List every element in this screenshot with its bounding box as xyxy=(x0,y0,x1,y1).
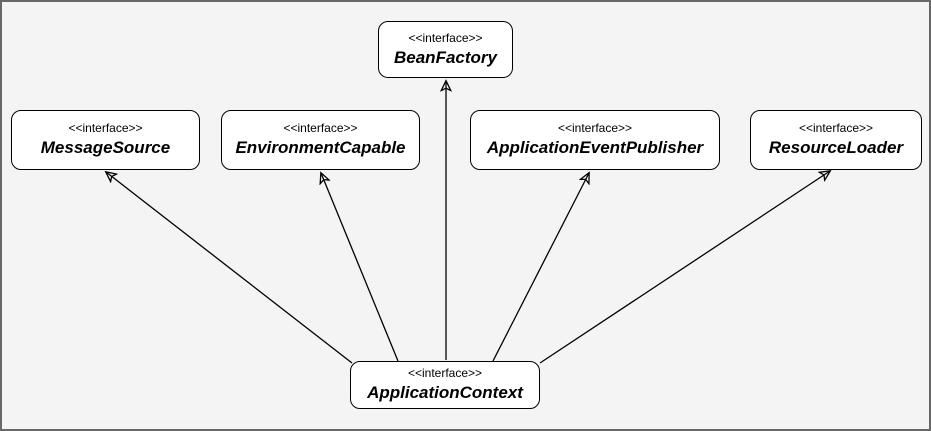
node-bean-factory[interactable]: <<interface>> BeanFactory xyxy=(378,21,513,78)
node-application-context[interactable]: <<interface>> ApplicationContext xyxy=(350,361,540,409)
interface-name: BeanFactory xyxy=(394,47,497,67)
stereotype-label: <<interface>> xyxy=(68,121,143,136)
stereotype-label: <<interface>> xyxy=(407,366,483,381)
interface-name: ApplicationContext xyxy=(367,383,523,403)
interface-name: ApplicationEventPublisher xyxy=(486,138,704,158)
edge-applicationcontext-to-environmentcapable[interactable] xyxy=(321,173,399,362)
interface-name: EnvironmentCapable xyxy=(235,138,406,158)
node-message-source[interactable]: <<interface>> MessageSource xyxy=(11,110,200,170)
interface-name: MessageSource xyxy=(40,138,171,158)
stereotype-label: <<interface>> xyxy=(283,121,358,136)
stereotype-label: <<interface>> xyxy=(798,121,874,136)
edge-applicationcontext-to-resourceloader[interactable] xyxy=(539,171,830,364)
node-resource-loader[interactable]: <<interface>> ResourceLoader xyxy=(750,110,922,170)
stereotype-label: <<interface>> xyxy=(408,30,483,45)
edge-applicationcontext-to-applicationeventpublisher[interactable] xyxy=(492,173,589,362)
interface-name: ResourceLoader xyxy=(768,138,904,158)
edge-applicationcontext-to-messagesource[interactable] xyxy=(106,172,353,364)
node-application-event-publisher[interactable]: <<interface>> ApplicationEventPublisher xyxy=(470,110,720,170)
node-environment-capable[interactable]: <<interface>> EnvironmentCapable xyxy=(221,110,420,170)
stereotype-label: <<interface>> xyxy=(557,121,633,136)
